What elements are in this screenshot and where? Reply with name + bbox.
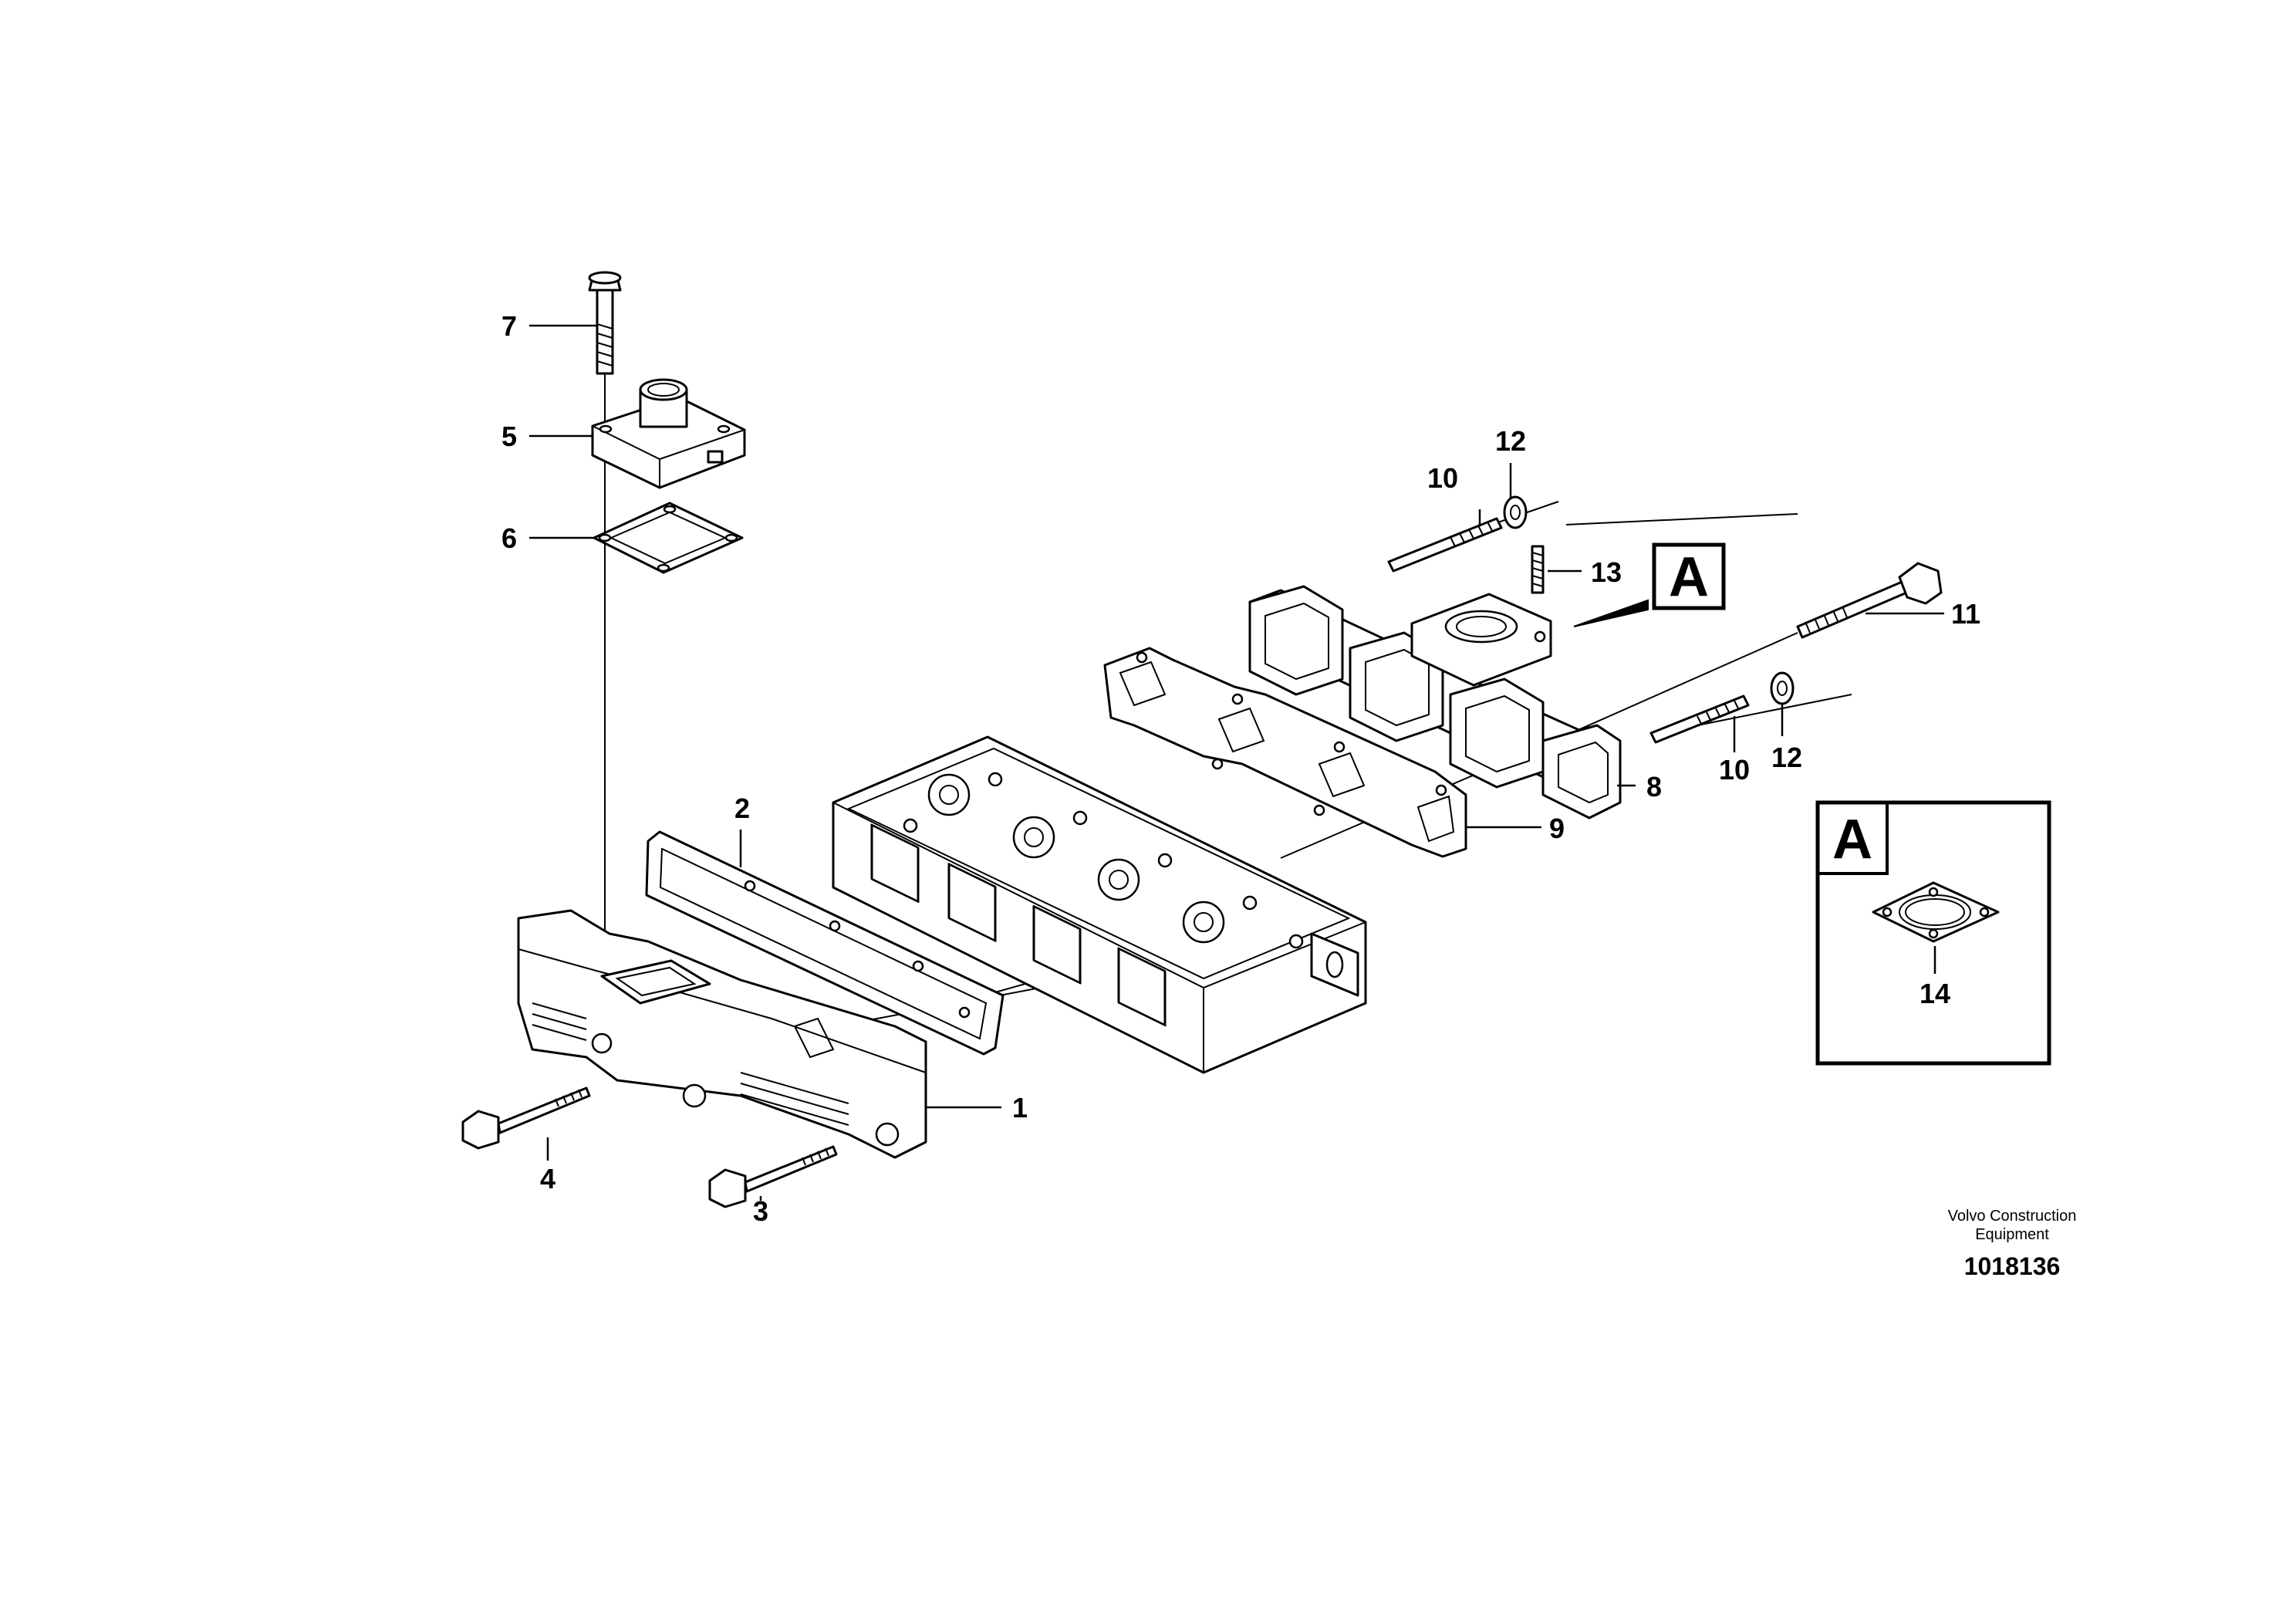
detail-ref-box: A — [1573, 542, 1726, 627]
gasket-6 — [593, 502, 744, 574]
stud-10-top — [1387, 517, 1503, 573]
detail-ref-letter: A — [1669, 546, 1709, 608]
callout-8: 8 — [1646, 771, 1662, 803]
callout-labels: 7 5 6 2 1 4 3 8 9 10 12 13 11 10 12 14 — [501, 310, 1980, 1227]
callout-10-top: 10 — [1427, 462, 1458, 494]
callout-2: 2 — [734, 792, 750, 824]
callout-11: 11 — [1951, 598, 1980, 630]
leader-lines — [529, 324, 1944, 1201]
callout-10-bottom: 10 — [1719, 754, 1750, 786]
drawing-footer: Volvo Construction Equipment 1018136 — [1948, 1208, 2077, 1280]
thermostat-housing-5 — [591, 378, 746, 489]
callout-12-top: 12 — [1495, 425, 1526, 457]
inlet-gasket-2 — [645, 830, 1004, 1056]
callout-3: 3 — [753, 1195, 768, 1227]
maker-line2: Equipment — [1975, 1226, 2049, 1243]
callout-12-bottom: 12 — [1771, 742, 1802, 773]
detail-inset-letter: A — [1832, 809, 1872, 870]
drawing-number: 1018136 — [1964, 1252, 2061, 1280]
exhaust-gasket-9 — [1103, 647, 1467, 858]
maker-line1: Volvo Construction — [1948, 1208, 2077, 1225]
callout-13: 13 — [1591, 556, 1622, 588]
stud-13 — [1531, 545, 1545, 594]
callout-14: 14 — [1920, 978, 1950, 1009]
nut-12-bottom — [1770, 671, 1795, 705]
detail-inset: A — [1815, 800, 2051, 1066]
nut-12-top — [1503, 495, 1528, 529]
gasket-14 — [1872, 881, 2000, 943]
callout-4: 4 — [540, 1163, 555, 1195]
stud-10-bottom — [1649, 694, 1750, 744]
cylinder-head — [832, 735, 1367, 1074]
inlet-manifold-1 — [517, 909, 927, 1159]
bolt-7 — [588, 271, 622, 375]
callout-1: 1 — [1012, 1092, 1028, 1124]
exhaust-manifold-8 — [1248, 585, 1622, 819]
callout-6: 6 — [501, 522, 517, 554]
valve-cluster — [927, 773, 1225, 944]
bolt-4 — [461, 1086, 591, 1150]
bolt-3 — [708, 1145, 838, 1208]
callout-7: 7 — [501, 310, 517, 342]
callout-5: 5 — [501, 421, 517, 452]
bolt-11 — [1796, 562, 1943, 639]
callout-9: 9 — [1549, 813, 1565, 844]
